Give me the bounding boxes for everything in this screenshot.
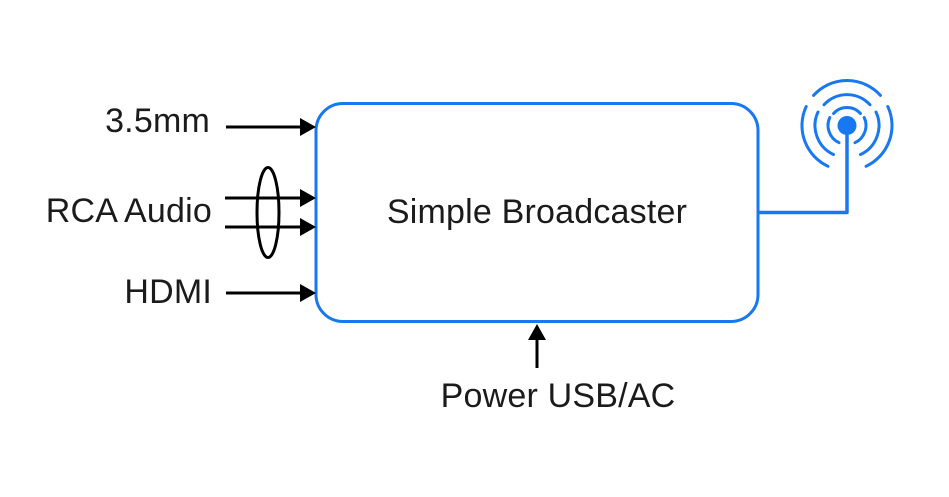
input-label-3-5mm: 3.5mm: [105, 102, 210, 140]
input-arrow-rca-bottom: [225, 218, 316, 236]
input-label-hdmi: HDMI: [124, 273, 212, 311]
antenna-dot: [837, 116, 857, 135]
power-arrow: [528, 324, 546, 368]
input-arrow-hdmi: [226, 284, 316, 302]
rca-cable-bundle-ellipse: [255, 166, 281, 259]
input-arrow-rca-top: [225, 189, 316, 207]
input-label-rca-audio: RCA Audio: [45, 192, 212, 230]
input-arrow-3-5mm: [226, 118, 316, 136]
power-label: Power USB/AC: [440, 377, 676, 415]
antenna-connector-line: [758, 130, 849, 215]
wifi-broadcast-icon: [800, 79, 894, 168]
broadcaster-node-title: Simple Broadcaster: [386, 193, 688, 231]
